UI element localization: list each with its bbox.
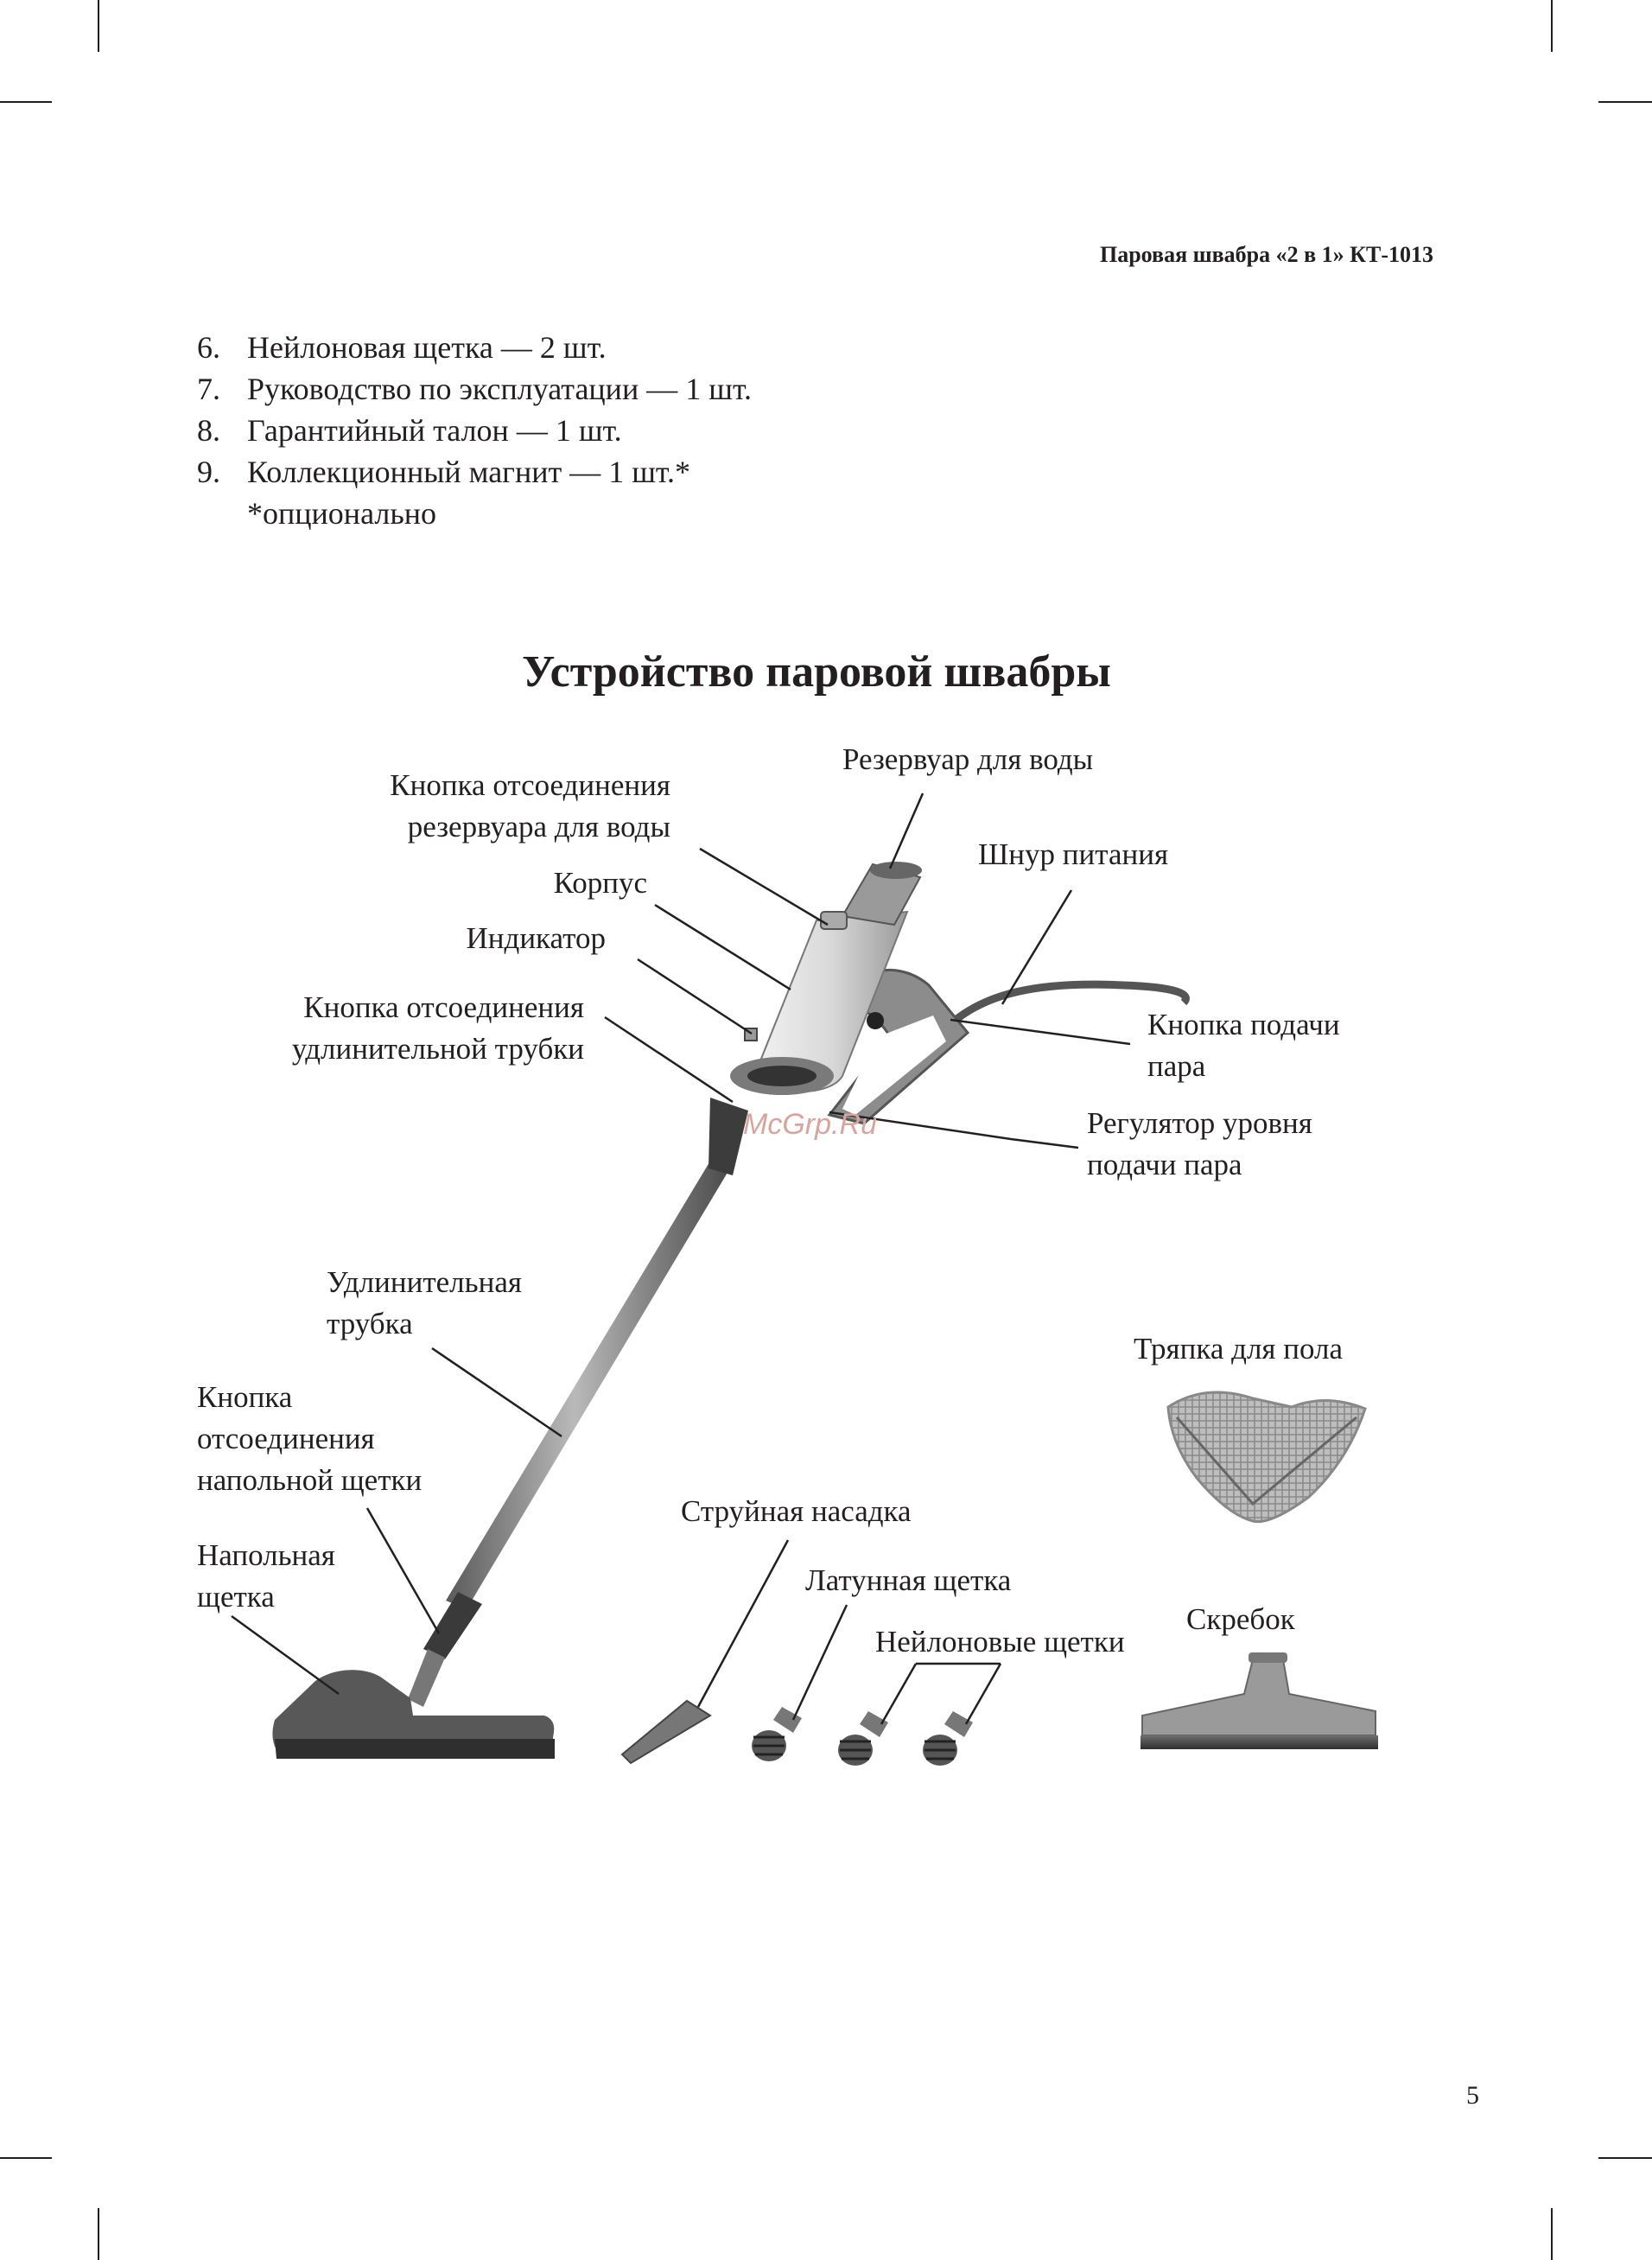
list-item-text: Руководство по эксплуатации — 1 шт. [247,372,752,406]
label-power-cord: Шнур питания [978,837,1169,871]
crop-mark [1598,2157,1652,2159]
list-item-number: 9. [197,455,220,489]
floor-brush [272,1670,555,1759]
crop-mark [1551,2208,1553,2260]
list-item: 9. Коллекционный магнит — 1 шт.* [197,451,752,493]
label-floor-cloth: Тряпка для пола [1134,1332,1344,1366]
label-brass-brush: Латунная щетка [805,1563,1012,1597]
brass-brush [752,1707,802,1761]
list-item: 8. Гарантийный талон — 1 шт. [197,410,752,451]
label-tank-release-button: Кнопка отсоединения резервуара для воды [390,768,670,844]
label-tube-release-button: Кнопка отсоединения удлинительной трубки [291,990,584,1066]
label-nylon-brushes: Нейлоновые щетки [875,1625,1125,1658]
crop-mark [1598,101,1652,103]
label-body: Корпус [553,866,647,900]
section-heading: Устройство паровой швабры [522,647,1111,697]
package-contents-list: 6. Нейлоновая щетка — 2 шт. 7. Руководст… [197,327,752,534]
label-floor-brush: Напольная щетка [197,1538,335,1614]
list-item: 6. Нейлоновая щетка — 2 шт. [197,327,752,368]
label-extension-tube: Удлинительная трубка [327,1265,522,1340]
leader-lines [231,793,1131,1725]
running-header: Паровая швабра «2 в 1» КТ-1013 [1100,242,1433,267]
label-floor-brush-release: Кнопка отсоединения напольной щетки [197,1380,423,1497]
label-steam-regulator: Регулятор уровня подачи пара [1087,1106,1312,1181]
nylon-brush [923,1711,973,1766]
mop-body [730,910,909,1095]
crop-mark [0,2157,52,2159]
label-water-tank: Резервуар для воды [842,742,1094,776]
label-jet-nozzle: Струйная насадка [681,1494,912,1528]
list-footnote-row: *опционально [197,493,752,534]
label-steam-button: Кнопка подачи пара [1147,1008,1340,1083]
list-item: 7. Руководство по эксплуатации — 1 шт. [197,368,752,410]
extension-tube [408,1098,748,1707]
crop-mark [1551,0,1553,52]
label-scraper: Скребок [1186,1602,1295,1636]
list-item-text: Коллекционный магнит — 1 шт.* [247,455,690,489]
power-cord [948,980,1190,1028]
nylon-brush [838,1711,888,1766]
steam-button-icon [867,1012,884,1029]
crop-mark [98,2208,99,2260]
page-number: 5 [1466,2081,1479,2110]
watermark: McGrp.Ru [743,1108,877,1141]
label-indicator: Индикатор [466,921,606,955]
crop-mark [98,0,99,52]
list-item-number: 7. [197,372,220,406]
list-item-text: Гарантийный талон — 1 шт. [247,413,622,448]
crop-mark [0,101,52,103]
jet-nozzle [620,1699,712,1765]
list-item-text: Нейлоновая щетка — 2 шт. [247,330,607,365]
floor-cloth [1166,1391,1367,1524]
water-tank [820,862,922,930]
scraper [1141,1652,1378,1749]
list-item-number: 6. [197,330,220,365]
list-footnote: *опционально [247,496,437,531]
list-item-number: 8. [197,413,220,448]
